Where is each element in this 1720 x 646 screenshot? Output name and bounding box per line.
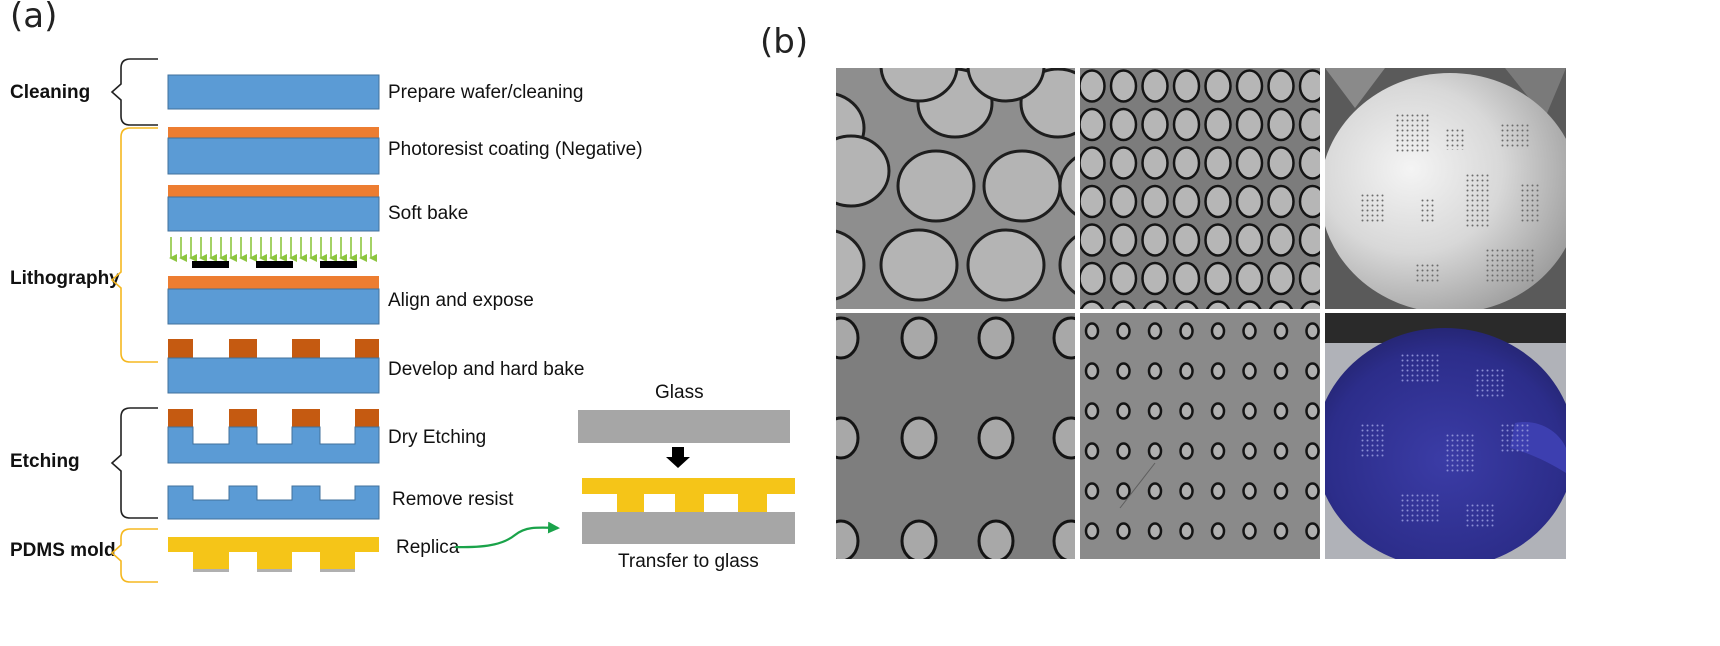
micrograph-large-wells: [836, 68, 1075, 309]
stage-label-etching: Etching: [10, 451, 80, 472]
step-label-expose: Align and expose: [388, 290, 534, 311]
panel-label-a: (a): [10, 0, 58, 36]
resist-expose: [168, 276, 379, 289]
resist-developed: [168, 339, 379, 358]
transfer-arrow: [454, 521, 560, 549]
pdms-posts: [617, 494, 767, 512]
step-label-prepare: Prepare wafer/cleaning: [388, 82, 584, 103]
glass-top: [578, 410, 790, 443]
wafer-clean: [167, 74, 380, 110]
photomask: [192, 261, 357, 268]
bracket-etching: [110, 407, 158, 519]
bracket-pdms: [110, 528, 158, 583]
photo-patterned-wafer: [1325, 68, 1566, 309]
resist-etch: [168, 409, 379, 427]
stage-label-lithography: Lithography: [10, 268, 120, 289]
pdms-replica: [168, 537, 379, 570]
stage-label-pdms: PDMS mold: [10, 540, 116, 561]
step-label-remove: Remove resist: [392, 489, 514, 510]
micrograph-sparse-wells: [836, 313, 1075, 559]
step-label-develop: Develop and hard bake: [388, 359, 585, 380]
wafer-etched: [167, 426, 380, 464]
uv-exposure-arrows: [169, 237, 377, 262]
stage-label-cleaning: Cleaning: [10, 82, 91, 103]
photo-gloved-wafer: [1325, 313, 1566, 559]
step-label-coating: Photoresist coating (Negative): [388, 139, 643, 160]
resist-coating: [168, 127, 379, 138]
pdms-on-glass: [582, 478, 795, 494]
bracket-lithography: [110, 127, 158, 363]
replica-mold-base: [193, 569, 355, 572]
micrograph-small-wells: [1080, 313, 1320, 559]
transfer-caption: Transfer to glass: [618, 551, 759, 572]
step-label-replica: Replica: [396, 537, 460, 558]
micrograph-medium-wells: [1080, 68, 1320, 309]
step-label-dryetch: Dry Etching: [388, 427, 487, 448]
glass-bottom: [582, 512, 795, 544]
wafer-expose: [167, 288, 380, 325]
panel-label-b: (b): [760, 22, 809, 62]
wafer-develop: [167, 357, 380, 394]
wafer-resist-removed: [167, 485, 380, 520]
wafer-coating: [167, 137, 380, 175]
wafer-softbake: [167, 196, 380, 232]
glass-label: Glass: [655, 382, 704, 403]
step-label-softbake: Soft bake: [388, 203, 469, 224]
resist-softbake: [168, 185, 379, 197]
bracket-cleaning: [110, 58, 158, 126]
process-diagram: [110, 58, 795, 583]
press-down-arrow: [666, 447, 690, 468]
